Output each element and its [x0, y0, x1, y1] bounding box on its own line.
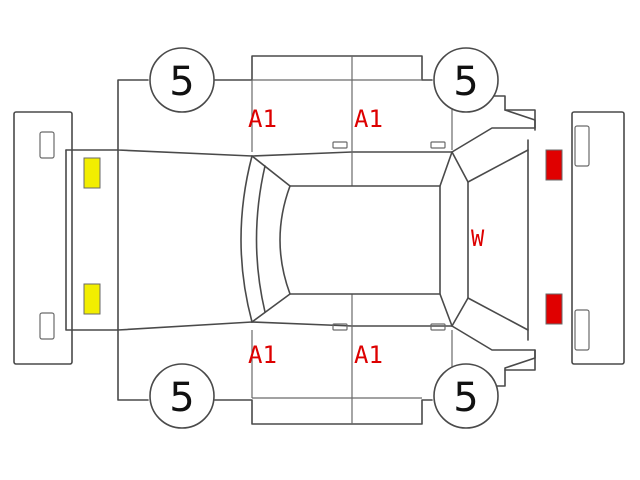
- rear-bumper: [571, 111, 625, 365]
- taillight-right: [545, 293, 563, 325]
- front-bumper: [13, 111, 73, 365]
- tire-rear-right: 5: [433, 363, 499, 429]
- damage-code-front-right-door: A1: [248, 341, 277, 369]
- tire-front-right-grade: 5: [169, 375, 194, 421]
- tire-front-left-grade: 5: [169, 59, 194, 105]
- damage-code-rear-left-door: A1: [354, 105, 383, 133]
- damage-code-rear-window: W: [471, 227, 485, 252]
- cabin-glass: [240, 149, 529, 331]
- damage-code-rear-right-door: A1: [354, 341, 383, 369]
- car-body-outline: [65, 55, 536, 425]
- tire-rear-left: 5: [433, 47, 499, 113]
- tire-rear-left-grade: 5: [453, 59, 478, 105]
- damage-code-front-left-door: A1: [248, 105, 277, 133]
- headlight-left: [83, 157, 101, 189]
- taillight-left: [545, 149, 563, 181]
- headlight-right: [83, 283, 101, 315]
- tire-rear-right-grade: 5: [453, 375, 478, 421]
- tire-front-right: 5: [149, 363, 215, 429]
- tire-front-left: 5: [149, 47, 215, 113]
